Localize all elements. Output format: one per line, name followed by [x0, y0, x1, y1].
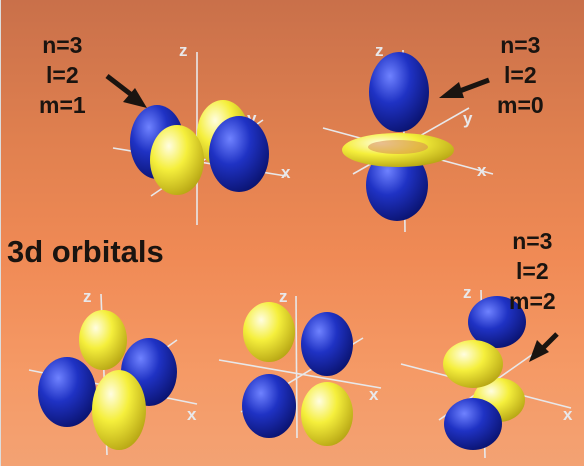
label-l: l=2	[516, 258, 549, 284]
orbital-bottom-left: z x	[28, 287, 198, 456]
label-m: m=1	[39, 92, 86, 118]
label-l: l=2	[504, 62, 537, 88]
axis-label-x: x	[281, 163, 291, 182]
label-m: m=0	[497, 92, 544, 118]
axis-label-x: x	[369, 385, 379, 404]
axis-label-z: z	[83, 287, 92, 306]
arrow-m1	[105, 74, 147, 108]
arrows	[105, 74, 559, 362]
lobe-blue	[444, 398, 502, 450]
lobe-blue	[301, 312, 353, 376]
quantum-label-m0: n=3 l=2 m=0	[497, 30, 544, 120]
axis-label-x: x	[187, 405, 197, 424]
lobe-yellow	[301, 382, 353, 446]
lobe-yellow	[150, 125, 204, 195]
orbital-m1: z x y	[112, 41, 291, 225]
diagram-title: 3d orbitals	[7, 234, 164, 269]
axis-label-z: z	[279, 287, 288, 306]
label-n: n=3	[42, 32, 83, 58]
lobe-blue	[242, 374, 296, 438]
lobe-blue	[366, 149, 428, 221]
lobe-blue	[468, 296, 526, 348]
orbital-bottom-middle: z x	[218, 287, 382, 446]
axis-label-z: z	[463, 283, 472, 302]
label-n: n=3	[500, 32, 541, 58]
label-n: n=3	[512, 228, 553, 254]
lobe-blue	[209, 116, 269, 192]
quantum-label-m2: n=3 l=2 m=2	[509, 226, 556, 316]
lobe-yellow	[443, 340, 503, 388]
lobe-yellow	[92, 370, 146, 450]
axis-label-x: x	[563, 405, 573, 424]
axis-label-x: x	[477, 161, 487, 180]
axis-label-y: y	[463, 109, 473, 128]
lobe-blue	[369, 52, 429, 132]
arrow-m0	[439, 77, 490, 98]
label-l: l=2	[46, 62, 79, 88]
axis-label-y: y	[247, 109, 257, 128]
lobe-blue	[38, 357, 96, 427]
arrow-m2	[529, 332, 559, 362]
lobe-yellow	[243, 302, 295, 362]
axis-label-z: z	[375, 41, 384, 60]
quantum-label-m1: n=3 l=2 m=1	[39, 30, 86, 120]
lobe-yellow	[79, 310, 127, 370]
torus-yellow	[342, 133, 454, 167]
orbital-m0: z x y	[322, 41, 494, 233]
label-m: m=2	[509, 288, 556, 314]
axes-bm	[218, 295, 382, 439]
axis-label-z: z	[179, 41, 188, 60]
